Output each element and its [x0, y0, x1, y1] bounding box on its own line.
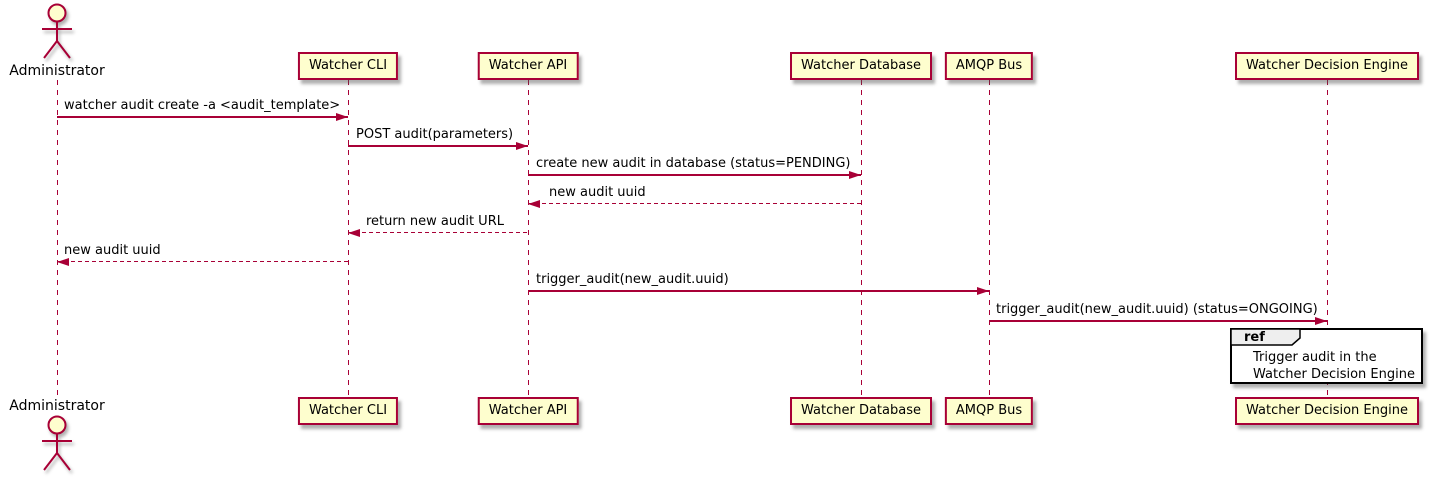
message-line-4 — [528, 203, 861, 204]
arrowhead-icon — [528, 200, 540, 208]
ref-text-line-2: Watcher Decision Engine — [1253, 367, 1415, 382]
lifeline-administrator — [57, 80, 58, 397]
participant-top-amqp-bus: AMQP Bus — [944, 52, 1034, 80]
participant-bottom-amqp-bus: AMQP Bus — [944, 397, 1034, 425]
ref-text-line-1: Trigger audit in the — [1253, 350, 1377, 365]
message-line-1 — [57, 116, 348, 118]
message-line-8 — [989, 320, 1327, 322]
participant-top-watcher-decision-engine: Watcher Decision Engine — [1235, 52, 1419, 80]
arrowhead-icon — [336, 113, 348, 121]
participant-bottom-watcher-cli: Watcher CLI — [297, 397, 399, 425]
arrowhead-icon — [348, 229, 360, 237]
participant-top-watcher-api: Watcher API — [477, 52, 579, 80]
participant-bottom-watcher-database: Watcher Database — [790, 397, 932, 425]
ref-keyword: ref — [1244, 330, 1265, 345]
message-line-3 — [528, 174, 861, 176]
lifeline-watcher-database — [861, 80, 862, 397]
arrowhead-icon — [849, 171, 861, 179]
arrowhead-icon — [57, 258, 69, 266]
message-label-3: create new audit in database (status=PEN… — [536, 156, 851, 171]
message-line-2 — [348, 145, 528, 147]
message-label-5: return new audit URL — [366, 214, 504, 229]
message-line-5 — [348, 232, 528, 233]
lifeline-watcher-cli — [348, 80, 349, 397]
message-line-7 — [528, 290, 989, 292]
participant-top-watcher-cli: Watcher CLI — [297, 52, 399, 80]
message-label-7: trigger_audit(new_audit.uuid) — [536, 272, 729, 287]
message-label-2: POST audit(parameters) — [356, 127, 514, 142]
message-label-6: new audit uuid — [64, 243, 161, 258]
participant-bottom-watcher-decision-engine: Watcher Decision Engine — [1235, 397, 1419, 425]
ref-text: Trigger audit in the Watcher Decision En… — [1253, 349, 1415, 383]
participant-top-watcher-database: Watcher Database — [790, 52, 932, 80]
message-line-6 — [57, 261, 348, 262]
arrowhead-icon — [1315, 317, 1327, 325]
participant-bottom-watcher-api: Watcher API — [477, 397, 579, 425]
ref-tab-icon — [1230, 328, 1301, 346]
actor-icon — [42, 415, 72, 471]
arrowhead-icon — [977, 287, 989, 295]
arrowhead-icon — [516, 142, 528, 150]
actor-icon — [42, 3, 72, 59]
message-label-8: trigger_audit(new_audit.uuid) (status=ON… — [996, 302, 1318, 317]
lifeline-amqp-bus — [989, 80, 990, 397]
ref-fragment: ref Trigger audit in the Watcher Decisio… — [1230, 328, 1423, 384]
message-label-4: new audit uuid — [549, 185, 646, 200]
actor-label-top: Administrator — [9, 63, 105, 79]
message-label-1: watcher audit create -a <audit_template> — [64, 98, 341, 113]
lifeline-watcher-api — [528, 80, 529, 397]
lifeline-watcher-decision-engine — [1327, 80, 1328, 397]
actor-label-bottom: Administrator — [9, 398, 105, 414]
